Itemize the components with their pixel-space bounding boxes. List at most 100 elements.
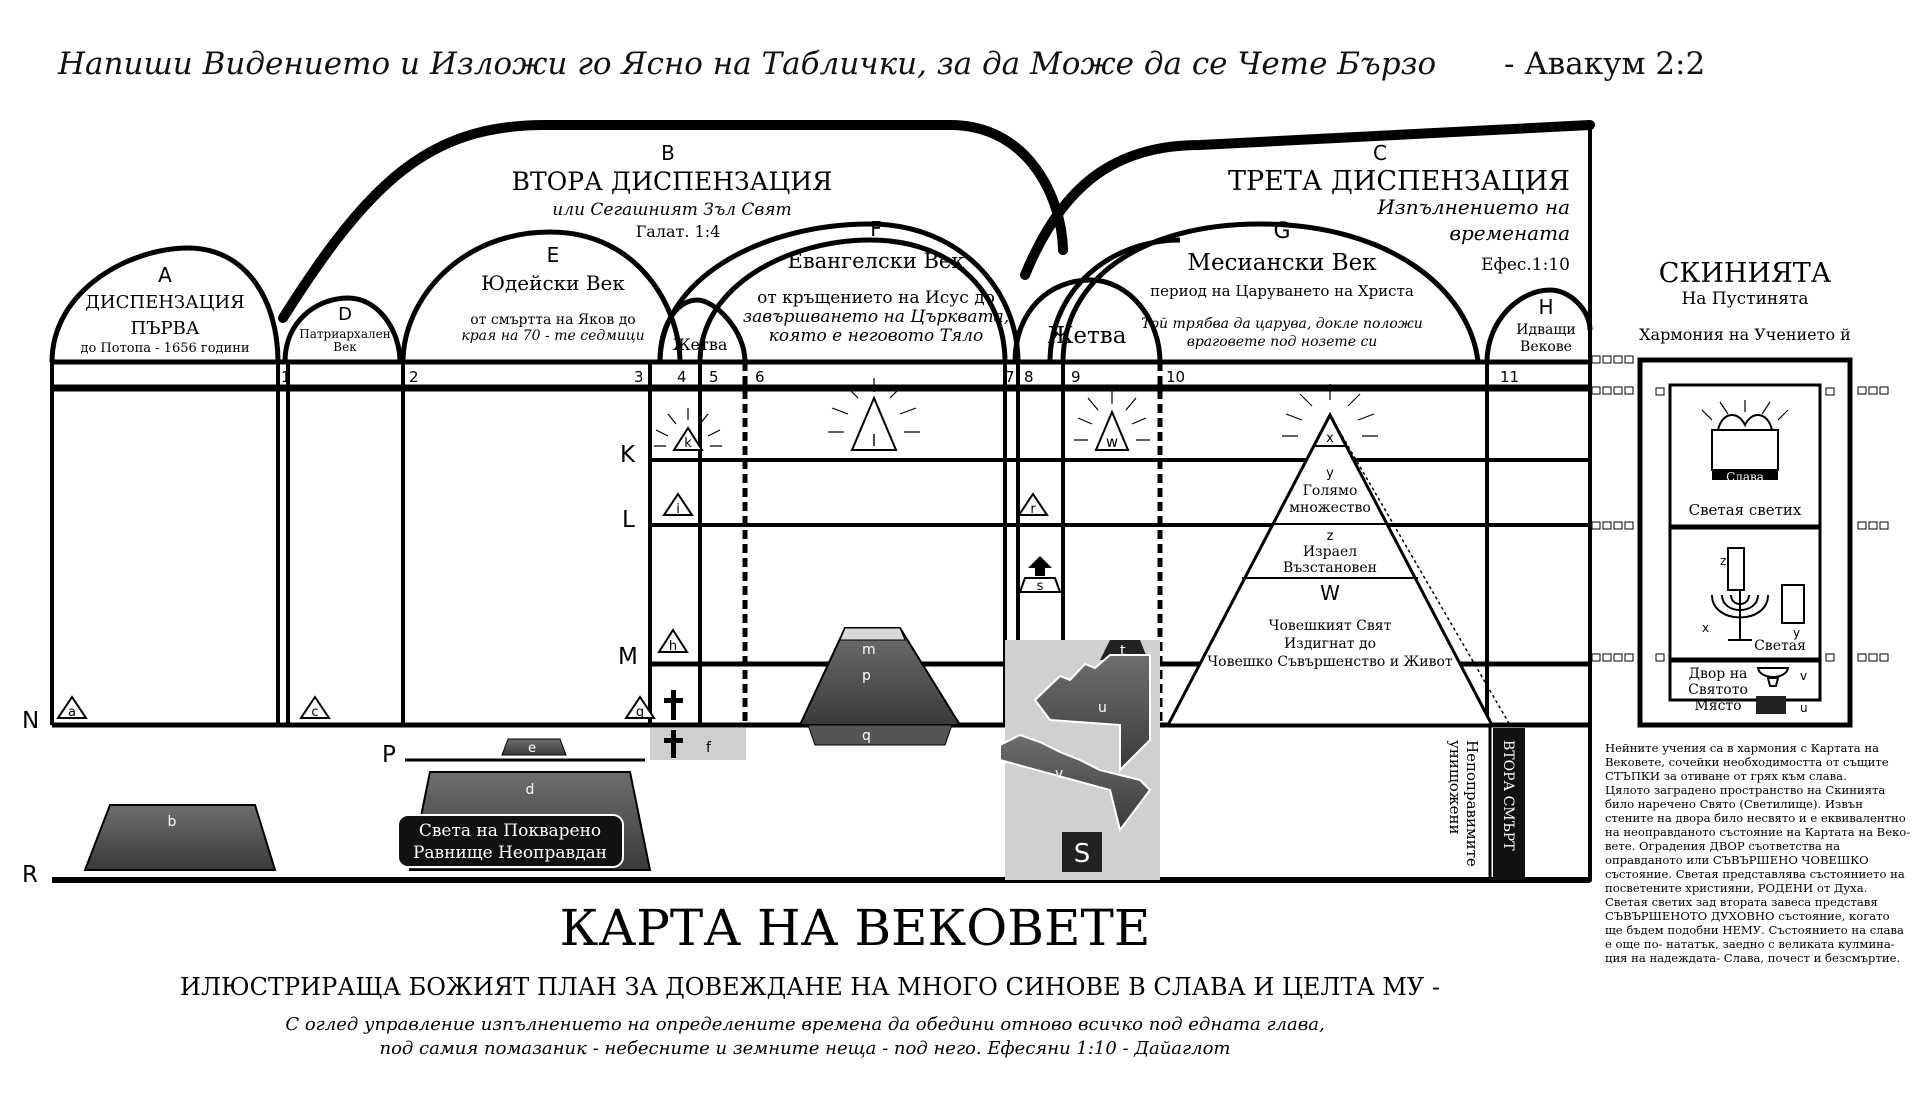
pyr-great-1: Голямо bbox=[1303, 483, 1358, 499]
tab-v: v bbox=[1800, 669, 1807, 683]
side-text-line-9: състояние. Светая представлява състояние… bbox=[1605, 867, 1905, 881]
side-text-line-11: Светая светих зад втората завеса предста… bbox=[1605, 895, 1878, 909]
rays-x bbox=[1282, 384, 1378, 437]
age-e-line1: от смъртта на Яков до bbox=[470, 312, 636, 328]
tabernacle-harmony: Хармония на Учението й bbox=[1639, 325, 1851, 344]
marker-b: b bbox=[168, 814, 177, 830]
f-block bbox=[650, 728, 746, 760]
age-f-letter: F bbox=[870, 217, 882, 241]
num-6: 6 bbox=[755, 368, 765, 386]
tabernacle-court-3: Място bbox=[1694, 698, 1741, 714]
header-reference: - Авакум 2:2 bbox=[1504, 46, 1705, 82]
tabernacle-subtitle: На Пустинята bbox=[1681, 289, 1808, 309]
marker-a: a bbox=[68, 705, 76, 720]
disp-c-ref: Ефес.1:10 bbox=[1481, 255, 1570, 275]
mound-d-line2: Равнище Неоправдан bbox=[413, 843, 607, 863]
side-text-line-0: Нейните учения са в хармония с Картата н… bbox=[1605, 741, 1879, 755]
pyr-world-2: Издигнат до bbox=[1284, 636, 1376, 652]
marker-r-triangle bbox=[1017, 492, 1049, 516]
side-text-line-6: на неоправданото състояние на Картата на… bbox=[1605, 825, 1910, 839]
plane-label-r: R bbox=[22, 862, 38, 888]
mound-d: d Света на Покварено Равнище Неоправдан bbox=[397, 771, 652, 871]
pyr-z: z bbox=[1327, 529, 1334, 544]
age-f-line2: завършването на Църквата, bbox=[743, 307, 1009, 327]
marker-w: w bbox=[1106, 433, 1118, 451]
ark-icon bbox=[1701, 400, 1789, 480]
side-text-line-15: ция на надеждата- Слава, почест и безсмъ… bbox=[1605, 951, 1900, 965]
num-5: 5 bbox=[709, 368, 719, 386]
marker-h: h bbox=[669, 639, 677, 654]
age-h-label: H Идващи Векове bbox=[1516, 295, 1575, 355]
disp-c-sub2: времената bbox=[1449, 221, 1570, 245]
side-text-line-4: било наречено Свято (Светилище). Извън bbox=[1605, 797, 1863, 811]
age-e-line2: края на 70 - те седмици bbox=[461, 328, 644, 344]
triangle-markers bbox=[56, 395, 1130, 719]
disp-b-sub: или Сегашният Зъл Свят bbox=[552, 200, 791, 220]
age-d-line2: Век bbox=[333, 340, 357, 354]
footer-title: КАРТА НА ВЕКОВЕТЕ bbox=[560, 899, 1151, 957]
mound-e: e bbox=[501, 738, 567, 756]
pyr-world-3: Човешко Съвършенство и Живот bbox=[1207, 654, 1453, 670]
arch-g bbox=[1060, 221, 1481, 363]
arch-b bbox=[278, 120, 1068, 323]
marker-e: e bbox=[528, 741, 536, 756]
age-h-letter: H bbox=[1538, 295, 1553, 319]
lampstand-icon bbox=[1711, 590, 1769, 641]
harvest-1-label: Жетва bbox=[673, 335, 728, 354]
tab-u: u bbox=[1800, 701, 1808, 715]
disp-c-letter: C bbox=[1373, 141, 1387, 165]
marker-s-big: S bbox=[1074, 839, 1091, 869]
num-11: 11 bbox=[1500, 368, 1519, 386]
marker-g: g bbox=[636, 705, 644, 720]
age-e-title: Юдейски Век bbox=[481, 271, 625, 295]
arch-g-inner bbox=[1047, 237, 1181, 363]
disp-a-title1: ДИСПЕНЗАЦИЯ bbox=[85, 292, 244, 313]
gospel-pyramid: m p q bbox=[798, 627, 962, 746]
number-labels: 1 2 3 4 5 6 7 8 9 10 11 bbox=[281, 368, 1519, 386]
shewbread-table-icon bbox=[1727, 547, 1745, 591]
age-d-line1: Патриархален bbox=[299, 327, 390, 341]
plane-label-l: L bbox=[622, 507, 635, 533]
age-g-line3: враговете под нозете си bbox=[1187, 334, 1378, 350]
age-f-line3: която е неговото Тяло bbox=[769, 326, 984, 346]
marker-t: t bbox=[1120, 643, 1126, 659]
marker-l: l bbox=[872, 431, 876, 450]
age-g-title: Месиански Век bbox=[1187, 250, 1377, 276]
brazen-altar-icon bbox=[1756, 696, 1786, 714]
side-text-line-3: Цялото заградено пространство на Скиният… bbox=[1605, 783, 1885, 797]
disp-b-ref: Галат. 1:4 bbox=[636, 222, 721, 241]
marker-r: r bbox=[1030, 502, 1036, 517]
age-h-line2: Векове bbox=[1520, 339, 1572, 355]
marker-m: m bbox=[862, 642, 876, 658]
side-text-line-10: посветените християни, РОДЕНИ от Духа. bbox=[1605, 881, 1867, 895]
marker-d: d bbox=[526, 782, 535, 798]
side-text-line-8: оправданото или СЪВЪРШЕНО ЧОВЕШКО bbox=[1605, 853, 1869, 867]
num-7: 7 bbox=[1005, 368, 1015, 386]
age-g-line1: период на Царуването на Христа bbox=[1150, 282, 1414, 300]
arch-c bbox=[1020, 120, 1595, 280]
side-text-line-12: СЪВЪРШЕНОТО ДУХОВНО състояние, когато bbox=[1605, 909, 1890, 923]
tabernacle-court-1: Двор на bbox=[1689, 666, 1748, 682]
marker-w-triangle bbox=[1094, 409, 1130, 451]
pyr-y: y bbox=[1326, 466, 1334, 481]
plane-letters: K L M N P R bbox=[22, 442, 638, 888]
dispensation-a-label: A ДИСПЕНЗАЦИЯ ПЪРВА до Потопа - 1656 год… bbox=[80, 263, 249, 356]
tabernacle-court-2: Святото bbox=[1688, 682, 1748, 698]
staircase-v: v bbox=[999, 733, 1152, 833]
num-4: 4 bbox=[677, 368, 687, 386]
marker-s: s bbox=[1037, 579, 1044, 594]
staircase-t-u: t u bbox=[1033, 640, 1151, 773]
pyr-w-letter: W bbox=[1320, 581, 1340, 605]
fence-posts bbox=[1591, 355, 1889, 662]
arch-h bbox=[1484, 287, 1593, 363]
plane-label-m: M bbox=[618, 644, 638, 670]
incorrigible-line2: унищожени bbox=[1446, 740, 1464, 834]
rays-w bbox=[1074, 390, 1150, 441]
age-f-line1: от кръщението на Исус до bbox=[757, 288, 995, 308]
pyr-israel-2: Възстановен bbox=[1283, 560, 1377, 576]
arch-f bbox=[657, 221, 1021, 363]
age-f-label: F Евангелски Век от кръщението на Исус д… bbox=[743, 217, 1009, 346]
num-9: 9 bbox=[1071, 368, 1081, 386]
rays-l bbox=[828, 378, 920, 433]
